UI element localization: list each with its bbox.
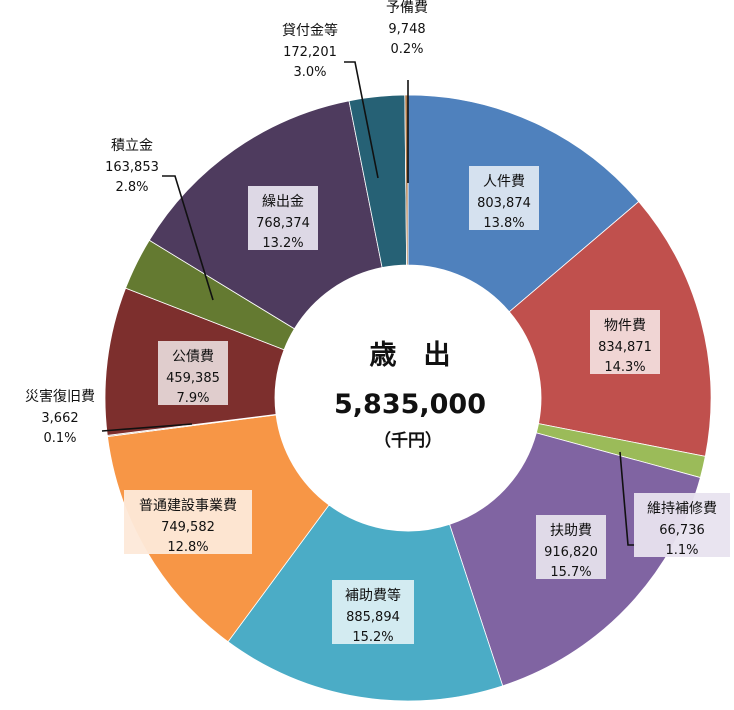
leader-lines (101, 61, 636, 546)
label-name: 貸付金等 (282, 22, 338, 39)
label-percent: 2.8% (115, 180, 148, 195)
label-box-普通建設事業費 (124, 490, 252, 554)
label-box-補助費等 (332, 580, 414, 644)
label-percent: 15.7% (550, 565, 591, 580)
label-value: 163,853 (105, 160, 159, 175)
label-value: 459,385 (166, 371, 220, 386)
label-name: 物件費 (604, 318, 646, 334)
label-予備費: 予備費 9,748 0.2% (386, 0, 428, 57)
label-percent: 0.1% (43, 431, 76, 446)
label-name: 積立金 (111, 138, 153, 154)
label-扶助費: 扶助費 916,820 15.7% (536, 515, 606, 580)
label-物件費: 物件費 834,871 14.3% (590, 310, 660, 375)
leader-line-積立金 (162, 175, 214, 301)
label-人件費: 人件費 803,874 13.8% (469, 166, 539, 231)
label-box-人件費 (469, 166, 539, 230)
label-積立金: 積立金 163,853 2.8% (105, 138, 159, 195)
label-災害復旧費: 災害復旧費 3,662 0.1% (25, 388, 95, 446)
label-box-公債費 (158, 341, 228, 405)
label-value: 768,374 (256, 216, 310, 231)
label-percent: 0.2% (390, 42, 423, 57)
label-繰出金: 繰出金 768,374 13.2% (248, 186, 318, 251)
label-value: 3,662 (41, 411, 78, 426)
label-percent: 7.9% (176, 391, 209, 406)
label-percent: 3.0% (293, 65, 326, 80)
leader-line-災害復旧費 (101, 423, 193, 432)
label-value: 885,894 (346, 610, 400, 625)
label-name: 災害復旧費 (25, 388, 95, 405)
label-value: 172,201 (283, 45, 337, 60)
label-貸付金等: 貸付金等 172,201 3.0% (282, 22, 338, 80)
label-percent: 13.2% (262, 236, 303, 251)
label-box-扶助費 (536, 515, 606, 579)
label-name: 公債費 (172, 349, 214, 365)
leader-line-貸付金等 (344, 61, 379, 179)
label-name: 人件費 (483, 174, 525, 190)
chart-total: 5,835,000 (334, 389, 486, 420)
donut-hole (276, 266, 540, 530)
label-name: 扶助費 (550, 523, 592, 539)
label-percent: 12.8% (167, 540, 208, 555)
label-percent: 15.2% (352, 630, 393, 645)
slice-labels: 人件費 803,874 13.8% 物件費 834,871 14.3% 維持補修費 66,73… (25, 0, 730, 645)
chart-title: 歳 出 (370, 340, 451, 371)
label-name: 普通建設事業費 (139, 498, 237, 514)
label-value: 916,820 (544, 545, 598, 560)
label-value: 834,871 (598, 340, 652, 355)
label-公債費: 公債費 459,385 7.9% (158, 341, 228, 406)
label-box-繰出金 (248, 186, 318, 250)
label-percent: 1.1% (665, 543, 698, 558)
label-percent: 13.8% (483, 216, 524, 231)
label-value: 9,748 (388, 22, 425, 37)
chart-unit: （千円） (374, 430, 442, 451)
leader-line-維持補修費 (619, 451, 636, 546)
label-name: 維持補修費 (647, 501, 717, 517)
label-box-維持補修費 (634, 493, 730, 557)
label-補助費等: 補助費等 885,894 15.2% (332, 580, 414, 645)
label-value: 749,582 (161, 520, 215, 535)
label-維持補修費: 維持補修費 66,736 1.1% (634, 493, 730, 558)
label-name: 補助費等 (345, 587, 401, 604)
label-name: 予備費 (386, 0, 428, 16)
label-普通建設事業費: 普通建設事業費 749,582 12.8% (124, 490, 252, 555)
label-value: 66,736 (659, 523, 705, 538)
label-value: 803,874 (477, 196, 531, 211)
label-name: 繰出金 (262, 194, 304, 210)
label-percent: 14.3% (604, 360, 645, 375)
label-box-物件費 (590, 310, 660, 374)
